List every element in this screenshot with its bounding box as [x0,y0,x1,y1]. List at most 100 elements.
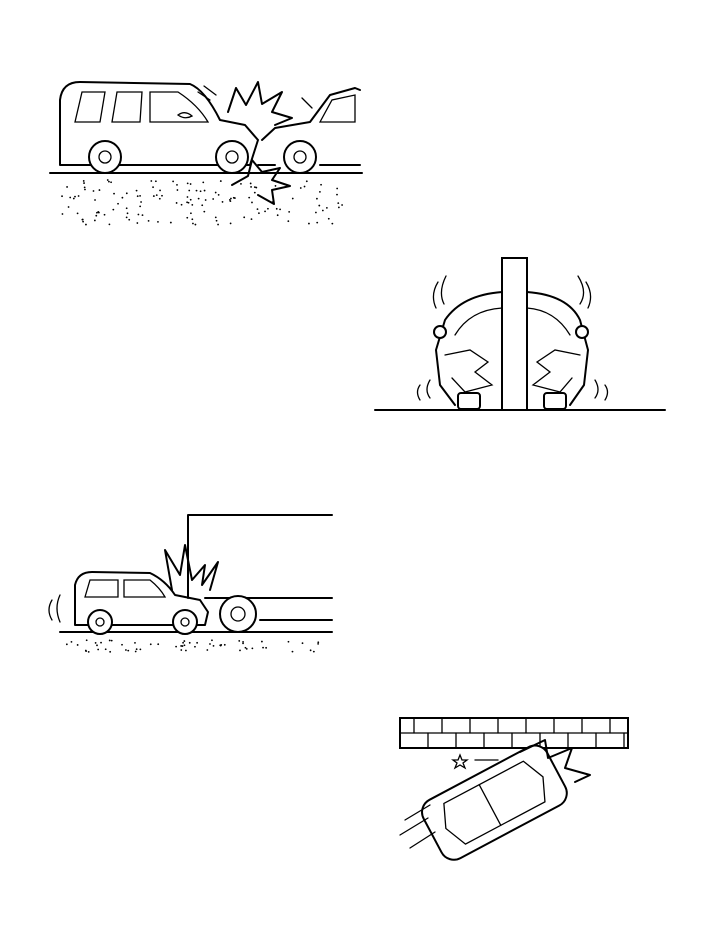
ground-stipple [155,194,158,197]
ground-stipple [188,189,191,192]
ground-stipple [125,192,128,195]
ground-stipple [321,209,324,212]
ground-stipple [121,643,123,646]
ground-stipple [83,182,85,184]
ground-stipple [112,208,115,211]
ground-stipple [214,191,217,194]
ground-stipple [250,186,252,188]
ground-stipple [253,191,256,194]
ground-stipple [141,214,144,217]
ground-stipple [158,197,161,200]
ground-stipple [134,641,136,644]
ground-stipple [203,210,206,213]
ground-stipple [244,646,247,649]
ground-stipple [275,207,278,210]
ground-stipple [212,198,215,200]
ground-stipple [230,197,232,200]
ground-stipple [135,648,138,651]
ground-stipple [134,650,137,653]
ground-stipple [219,644,222,647]
ground-stipple [258,212,260,215]
ground-stipple [61,195,63,198]
ground-stipple [93,219,96,222]
ground-stipple [121,196,124,199]
ground-stipple [180,649,183,651]
ground-stipple [189,198,192,201]
ground-stipple [87,650,90,653]
ground-stipple [139,194,141,197]
ground-stipple [191,204,194,206]
ground-stipple [97,211,100,213]
ground-stipple [331,222,334,225]
ground-stipple [104,648,107,651]
ground-stipple [188,641,191,644]
ground-stipple [157,643,160,646]
ground-stipple [81,218,84,221]
ground-stipple [308,222,310,225]
ground-stipple [92,190,95,192]
ground-stipple [85,639,88,642]
ground-stipple [186,216,189,219]
ground-stipple [251,201,253,204]
ground-stipple [276,214,279,217]
ground-stipple [83,186,86,189]
ground-stipple [203,189,206,192]
underride-collision-illustration [48,514,333,653]
ground-stipple [147,219,150,222]
ground-stipple [327,217,330,220]
ground-stipple [161,194,163,197]
ground-stipple [212,644,215,647]
ground-stipple [140,201,142,203]
ground-stipple [66,186,68,188]
ground-stipple [100,641,102,644]
ground-stipple [206,649,209,651]
ground-stipple [199,190,202,193]
ground-stipple [108,223,111,226]
ground-stipple [113,192,115,195]
ground-stipple [97,648,100,651]
ground-stipple [139,648,142,651]
ground-stipple [240,182,242,185]
ground-stipple [84,188,86,191]
ground-stipple [157,220,159,223]
ground-stipple [221,201,224,203]
ground-stipple [229,222,232,225]
ground-stipple [312,650,315,653]
ground-stipple [192,222,194,225]
ground-stipple [303,185,306,188]
ground-stipple [299,187,302,189]
ground-stipple [249,182,252,185]
ground-stipple [287,640,290,643]
ground-stipple [202,181,205,184]
ground-stipple [135,189,138,192]
ground-stipple [309,649,312,652]
ground-stipple [320,183,322,186]
ground-stipple [194,645,196,648]
ground-stipple [185,649,187,652]
ground-stipple [82,180,85,182]
ground-stipple [186,196,189,198]
ground-stipple [180,203,183,206]
ground-stipple [315,211,317,214]
ground-stipple [337,202,340,205]
ground-stipple [182,641,184,644]
ground-stipple [128,218,131,221]
ground-stipple [291,650,294,653]
angled-wall-collision-illustration [399,717,629,861]
ground-stipple [196,641,199,644]
ground-stipple [261,640,263,643]
ground-stipple [70,640,73,643]
ground-stipple [245,647,248,650]
ground-stipple [187,201,190,204]
ground-stipple [94,642,97,644]
ground-stipple [125,649,127,651]
ground-stipple [238,640,241,642]
ground-stipple [149,643,152,646]
ground-stipple [189,183,192,185]
ground-stipple [74,195,76,198]
ground-stipple [305,180,308,183]
ground-stipple [172,180,175,183]
ground-stipple [127,649,130,652]
ground-stipple [95,214,98,217]
ground-stipple [69,196,72,199]
